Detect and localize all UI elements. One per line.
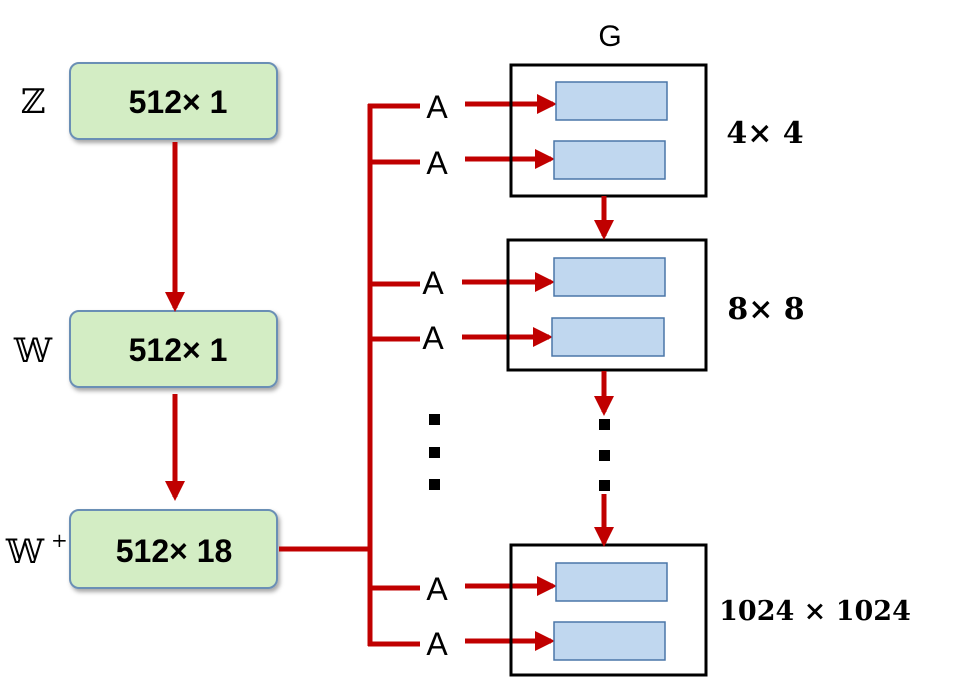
generator-label: G	[598, 20, 621, 53]
synthesis-block-8x8	[506, 238, 708, 372]
z-vector-dim: 512× 1	[129, 84, 228, 120]
adain-label: A	[426, 145, 448, 181]
adain-label: A	[426, 626, 448, 662]
w-vector-box: 512× 1	[69, 310, 278, 388]
adain-label: A	[422, 265, 444, 301]
synthesis-block-1024x1024	[509, 543, 708, 677]
w-plus-space-label: 𝕎	[5, 532, 45, 572]
style-layer	[551, 317, 665, 357]
synthesis-block-4x4	[509, 63, 708, 198]
block-ellipsis	[599, 419, 610, 491]
style-layer	[555, 81, 668, 121]
adain-label: A	[422, 320, 444, 356]
resolution-label-8x8: 8× 8	[727, 292, 804, 327]
z-vector-box: 512× 1	[69, 62, 278, 140]
z-space-label: ℤ	[21, 82, 46, 122]
style-bus	[279, 103, 420, 647]
resolution-label-1024x1024: 1024 × 1024	[719, 596, 911, 627]
resolution-label-4x4: 4× 4	[726, 116, 803, 151]
style-layer	[555, 562, 668, 602]
adain-label: A	[426, 571, 448, 607]
w-space-label: 𝕎	[13, 331, 53, 371]
bus-ellipsis	[429, 414, 440, 490]
style-layer	[553, 140, 666, 180]
adain-label: A	[426, 89, 448, 125]
w-plus-vector-box: 512× 18	[69, 509, 278, 589]
style-layer	[553, 257, 666, 297]
w-plus-superscript: +	[51, 528, 68, 552]
w-vector-dim: 512× 1	[129, 332, 228, 368]
style-layer	[553, 621, 666, 661]
w-plus-vector-dim: 512× 18	[116, 533, 233, 569]
